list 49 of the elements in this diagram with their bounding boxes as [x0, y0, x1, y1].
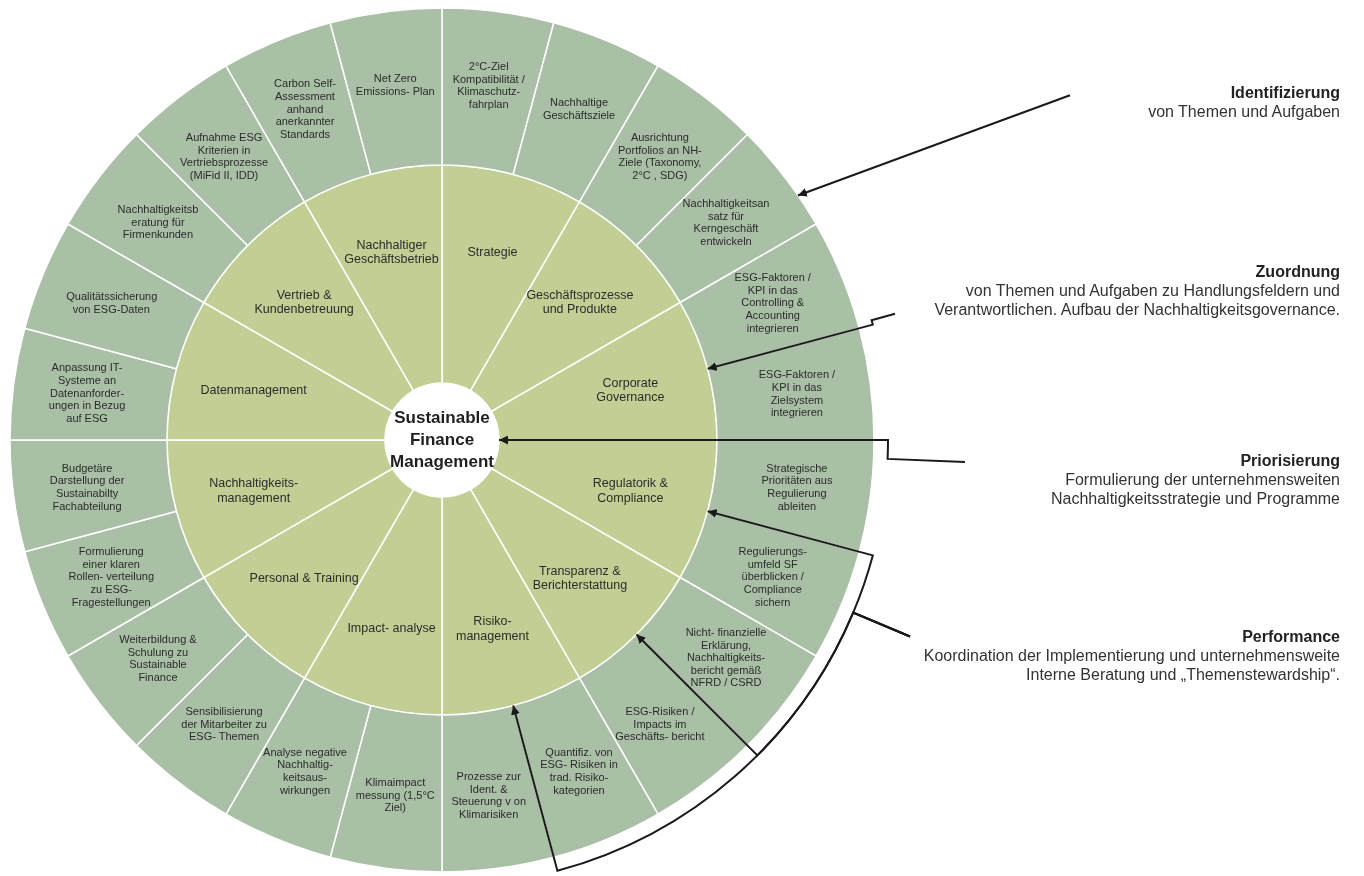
segment-label: Analyse negative Nachhaltig- keitsaus- wirkungen [262, 745, 348, 796]
segment-label: Formulierung einer klaren Rollen- verteilung zu ESG- Fragestellungen [67, 545, 156, 609]
arrow [498, 435, 966, 464]
segment-label: Impact- analyse [346, 621, 437, 636]
segment-label: Nicht- finanzielle Erklärung, Nachhaltigkeits- bericht gemäß NFRD / CSRD [684, 626, 768, 690]
segment-label: Risiko- management [455, 613, 530, 643]
annotation-text: Koordination der Implementierung und unternehmensweite Interne Beratung und „Themenstewardship“. [922, 646, 1340, 685]
segment-label: ESG-Risiken / Impacts im Geschäfts- bericht [614, 705, 705, 743]
segment-label: Geschäftsprozesse und Produkte [525, 287, 635, 317]
segment-label: Aufnahme ESG Kriterien in Vertriebsprozesse (MiFid II, IDD) [179, 130, 270, 182]
segment-label: Nachhaltigkeitsan satz für Kerngeschäft entwickeln [681, 196, 771, 248]
annotation-text: von Themen und Aufgaben [1147, 102, 1340, 122]
segment-label: Personal & Training [248, 570, 360, 586]
segment-label: Nachhaltigkeitsb eratung für Firmenkunden [116, 203, 200, 241]
segment-label: Qualitätssicherung von ESG-Daten [66, 290, 157, 316]
segment-label: Weiterbildung & Schulung zu Sustainable Finance [118, 632, 198, 684]
annotation-heading: Performance [1242, 628, 1340, 646]
arrow [796, 94, 1071, 197]
segment-label: Net Zero Emissions- Plan [354, 72, 436, 98]
segment-label: Strategie [466, 244, 519, 259]
segment-label: Transparenz & Berichterstattung [531, 563, 629, 593]
segment-label: Datenmanagement [199, 382, 308, 397]
annotation-text: Formulierung der unternehmensweiten Nachhaltigkeitsstrategie und Programme [1049, 470, 1340, 509]
arrow [706, 312, 896, 371]
segment-label: 2°C-Ziel Kompatibilität / Klimaschutz- fahrplan [451, 59, 526, 111]
annotation-heading: Identifizierung [1230, 84, 1340, 102]
annotation-heading: Priorisierung [1240, 452, 1340, 470]
segment-label: Corporate Governance [595, 375, 666, 404]
segment-label: Regulierungs-umfeld SF überblicken / Compliance sichern [737, 545, 808, 609]
segment-label: Anpassung IT- Systeme an Datenanforder- ungen in Bezug auf ESG [47, 361, 127, 425]
segment-label: Sensibilisierung der Mitarbeiter zu ESG- Themen [180, 705, 268, 743]
annotation-text: von Themen und Aufgaben zu Handlungsfeldern und Verantwortlichen. Aufbau der Nachhaltigkeitsgovernance. [933, 281, 1340, 320]
center-title: Sustainable Finance Management [389, 406, 495, 474]
arrow [511, 611, 911, 872]
segment-label: Prozesse zur Ident. & Steuerung v on Klimarisiken [450, 769, 528, 821]
segment-label: ESG-Faktoren / KPI in das Zielsystem integrieren [757, 368, 837, 419]
segment-label: Nachhaltiger Geschäftsbetrieb [343, 237, 440, 266]
segment-label: Carbon Self- Assessment anhand anerkannter Standards [273, 77, 337, 141]
segment-label: Nachhaltigkeits- management [208, 476, 300, 505]
segment-label: Vertrieb & Kundenbetreuung [253, 287, 355, 317]
segment-label: Budgetäre Darstellung der Sustainabilty Fachabteilung [48, 461, 126, 512]
segment-label: Regulatorik & Compliance [591, 476, 669, 505]
segment-label: Klimaimpact messung (1,5°C Ziel) [354, 775, 436, 814]
segment-label: Nachhaltige Geschäftsziele [541, 96, 617, 122]
annotation-heading: Zuordnung [1255, 263, 1340, 281]
segment-label: Quantifiz. von ESG- Risiken in trad. Risiko- kategorien [539, 745, 619, 796]
segment-label: ESG-Faktoren / KPI in das Controlling & Accounting integrieren [733, 271, 812, 335]
segment-label: Strategische Prioritäten aus Regulierung ableiten [760, 461, 834, 512]
segment-label: Ausrichtung Portfolios an NH- Ziele (Taxonomy, 2°C , SDG) [617, 130, 703, 182]
